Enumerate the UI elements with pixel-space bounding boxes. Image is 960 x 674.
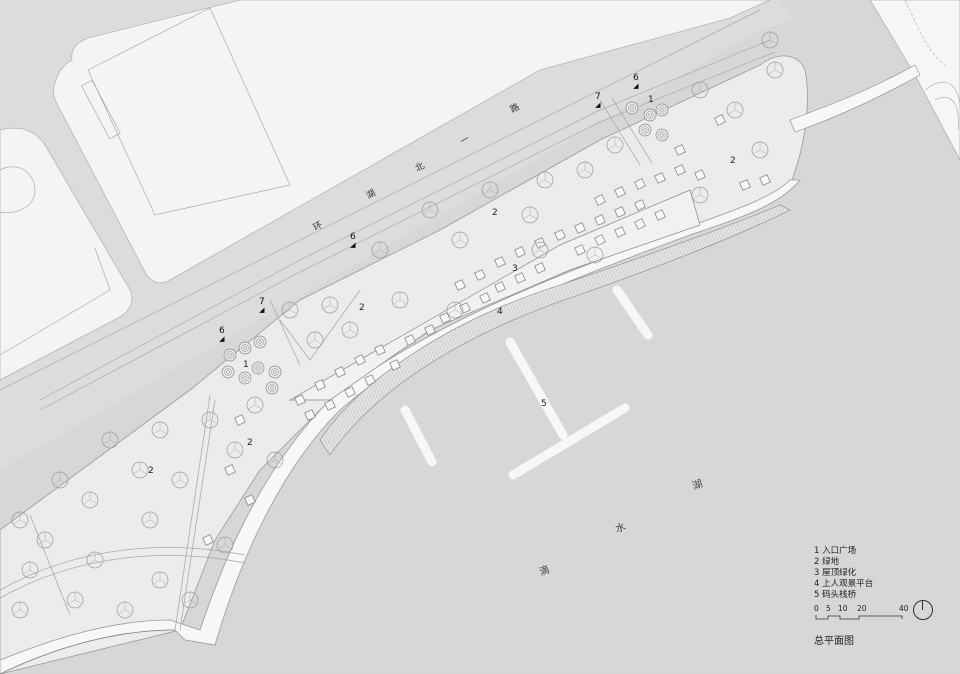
zone-label-green: 2 xyxy=(492,208,498,218)
zone-label-green: 2 xyxy=(359,303,365,313)
road-lane-2 xyxy=(39,39,771,401)
footbridge xyxy=(789,64,921,133)
zone-label-green: 2 xyxy=(148,466,154,476)
entry-marker-6: 6◢ xyxy=(219,326,225,343)
zone-label-roof-garden: 3 xyxy=(512,264,518,274)
scale-bar xyxy=(815,615,903,620)
city-block-west xyxy=(0,127,133,381)
road-lane-1 xyxy=(0,9,761,391)
triangle-arrow-icon: ◢ xyxy=(350,241,356,249)
road-lane-3 xyxy=(39,51,776,411)
legend: 1 入口广场 2 绿地 3 屋顶绿化 4 上人观景平台 5 码头栈桥 xyxy=(814,546,873,601)
legend-item: 2 绿地 xyxy=(814,557,840,567)
entry-marker-7: 7◢ xyxy=(259,297,265,314)
legend-item: 4 上人观景平台 xyxy=(814,579,874,589)
park-paths xyxy=(0,97,653,631)
zone-label-entry-plaza: 1 xyxy=(243,360,249,370)
entry-marker-6: 6◢ xyxy=(633,73,639,90)
zone-label-green: 2 xyxy=(247,438,253,448)
zone-label-green: 2 xyxy=(730,156,736,166)
triangle-arrow-icon: ◢ xyxy=(219,335,225,343)
triangle-arrow-icon: ◢ xyxy=(633,82,639,90)
entry-marker-6: 6◢ xyxy=(350,232,356,249)
zone-label-jetty: 5 xyxy=(541,399,547,409)
legend-item: 1 入口广场 xyxy=(814,546,857,556)
jetties xyxy=(400,285,653,480)
triangle-arrow-icon: ◢ xyxy=(595,101,601,109)
triangle-arrow-icon: ◢ xyxy=(259,306,265,314)
zone-label-viewing-deck: 4 xyxy=(497,307,503,317)
entry-marker-7: 7◢ xyxy=(595,92,601,109)
city-block-large xyxy=(53,0,771,284)
legend-item: 5 码头栈桥 xyxy=(814,590,857,600)
east-shore xyxy=(869,0,960,161)
north-arrow-icon xyxy=(913,600,933,620)
legend-item: 3 屋顶绿化 xyxy=(814,568,857,578)
zone-label-entry-plaza: 1 xyxy=(648,95,654,105)
drawing-title: 总平面图 xyxy=(814,636,854,647)
viewing-deck-band xyxy=(319,204,791,456)
